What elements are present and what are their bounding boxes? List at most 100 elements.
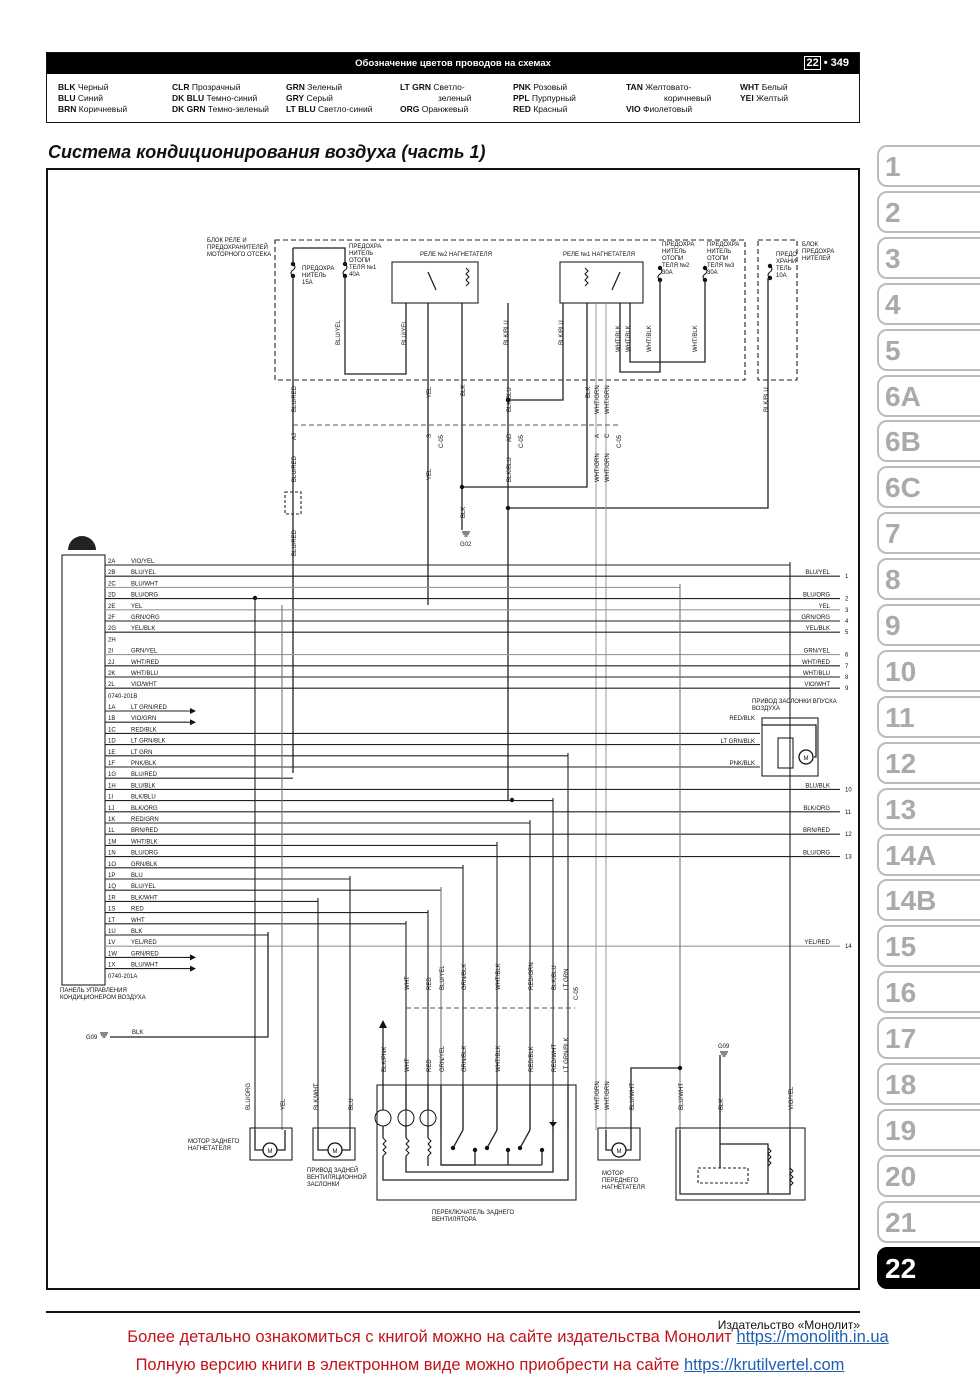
control-panel-body (61, 554, 106, 986)
fuse-10a-label: ПРЕДО (776, 252, 797, 258)
pin-id: 1L (108, 828, 115, 834)
tab-chapter-21[interactable]: 21 (877, 1200, 980, 1243)
fuse-10a-label: ХРАНИ (776, 259, 796, 265)
legend-entry: LT GRN Светло- (400, 82, 472, 93)
tab-chapter-22[interactable]: 22 (877, 1246, 980, 1289)
output-number: 8 (845, 675, 849, 681)
output-wire-label: BLU/ORG (803, 593, 830, 599)
tab-chapter-8[interactable]: 8 (877, 558, 980, 601)
wire-label: BLK/BLU (559, 320, 565, 345)
tab-chapter-6b[interactable]: 6B (877, 420, 980, 463)
tab-chapter-7[interactable]: 7 (877, 512, 980, 555)
color-code: LT BLU (286, 104, 316, 114)
connector-pin-label: C-05 (439, 434, 445, 448)
engine-box-label: ПРЕДОХРАНИТЕЛЕЙ (207, 243, 268, 251)
fuse-heater2-label: ОТОПИ (662, 256, 683, 262)
connector-pin-label: C (605, 433, 611, 438)
color-name: Светло- (433, 82, 465, 92)
pin-id: 2D (108, 593, 116, 599)
wire-label: GRN/BLK (462, 964, 468, 990)
legend-entry: TAN Желтовато- (626, 82, 711, 93)
tab-chapter-12[interactable]: 12 (877, 741, 980, 784)
wire-label: WHT/GRN (605, 453, 611, 482)
output-number: 5 (845, 630, 849, 636)
manufacturer-logo (68, 536, 96, 550)
tab-chapter-14a[interactable]: 14A (877, 833, 980, 876)
fuse-heater2-label: НИТЕЛЬ (662, 249, 686, 255)
fuse-heater1-label: ОТОПИ (349, 258, 370, 264)
junction-dot (767, 263, 773, 269)
tab-chapter-18[interactable]: 18 (877, 1063, 980, 1105)
ground-icon (720, 1051, 728, 1057)
tab-chapter-15[interactable]: 15 (877, 925, 980, 968)
tab-chapter-6c[interactable]: 6C (877, 466, 980, 509)
wire-label: BLU/WHT (630, 1083, 636, 1110)
tab-chapter-1[interactable]: 1 (877, 145, 980, 187)
tab-chapter-3[interactable]: 3 (877, 236, 980, 279)
output-wire-label: GRN/ORG (801, 615, 830, 621)
pin-id: 1R (108, 895, 116, 901)
pin-wire-label: YEL/BLK (131, 626, 155, 632)
wire-label: YEL (427, 386, 433, 398)
pin-id: 2B (108, 570, 115, 576)
pin-id: 1I (108, 795, 113, 801)
tab-chapter-2[interactable]: 2 (877, 190, 980, 233)
tab-chapter-19[interactable]: 19 (877, 1108, 980, 1151)
module-wire (720, 1143, 769, 1194)
tab-chapter-10[interactable]: 10 (877, 649, 980, 692)
rear-blower-label: МОТОР ЗАДНЕГО (188, 1139, 240, 1145)
wire-wht-blk (629, 280, 706, 363)
legend-entry: DK GRN Темно-зеленый (172, 104, 269, 115)
pin-id: 2C (108, 581, 116, 587)
wire-label: WHT/BLK (647, 325, 653, 352)
wire-label: WHT/BLK (626, 325, 632, 352)
tab-chapter-6a[interactable]: 6A (877, 374, 980, 417)
color-name: Оранжевый (421, 104, 469, 114)
color-name: Темно-зеленый (207, 104, 269, 114)
pin-id: 2A (108, 559, 115, 565)
separator: • (823, 57, 828, 69)
ground-label: G09 (718, 1044, 730, 1050)
tab-chapter-5[interactable]: 5 (877, 328, 980, 371)
legend-entry: WHT Белый (740, 82, 788, 93)
motor-wire (342, 1130, 351, 1151)
output-wire-label: YEL/RED (804, 940, 830, 946)
motor-wire (626, 1130, 632, 1151)
pin-id: 1D (108, 739, 116, 745)
pin-wire-label: BLK/WHT (131, 895, 158, 901)
monolith-link[interactable]: https://monolith.in.ua (736, 1328, 889, 1346)
tab-chapter-13[interactable]: 13 (877, 787, 980, 830)
control-panel-label: КОНДИЦИОНЕРОМ ВОЗДУХА (60, 995, 146, 1001)
tab-chapter-20[interactable]: 20 (877, 1154, 980, 1197)
pin-id: 2E (108, 604, 115, 610)
pin-id: 1K (108, 817, 115, 823)
color-name: Желтый (756, 93, 788, 103)
wire-label: WHT/BLK (616, 325, 622, 352)
color-name: Светло-синий (317, 104, 373, 114)
output-wire-label: VIO/WHT (804, 682, 830, 688)
legend-entry: LT BLU Светло-синий (286, 104, 372, 115)
tab-chapter-16[interactable]: 16 (877, 971, 980, 1014)
pin-id: 1M (108, 839, 116, 845)
wire-label: GRN/BLK (462, 1046, 468, 1072)
resistor-icon (789, 1167, 794, 1187)
color-code: PPL (513, 93, 530, 103)
resistor-icon (427, 1137, 432, 1157)
tab-chapter-9[interactable]: 9 (877, 604, 980, 646)
footer-line-2: Полную версию книги в электронном виде м… (0, 1356, 980, 1375)
tab-chapter-14b[interactable]: 14B (877, 879, 980, 922)
color-name: Желтовато- (645, 82, 692, 92)
tab-chapter-4[interactable]: 4 (877, 282, 980, 325)
tab-chapter-17[interactable]: 17 (877, 1017, 980, 1060)
pin-id: 1G (108, 772, 116, 778)
tab-chapter-11[interactable]: 11 (877, 695, 980, 738)
pin-wire-label: BLU/RED (131, 772, 158, 778)
krutilvertel-link[interactable]: https://krutilvertel.com (683, 1356, 845, 1374)
control-panel-label: ПАНЕЛЬ УПРАВЛЕНИЯ (60, 988, 127, 994)
relay-1-label: РЕЛЕ №1 НАГНЕТАТЕЛЯ (563, 251, 635, 258)
pin-id: 2H (108, 637, 116, 643)
connector-pin-label: AJ (292, 433, 298, 440)
